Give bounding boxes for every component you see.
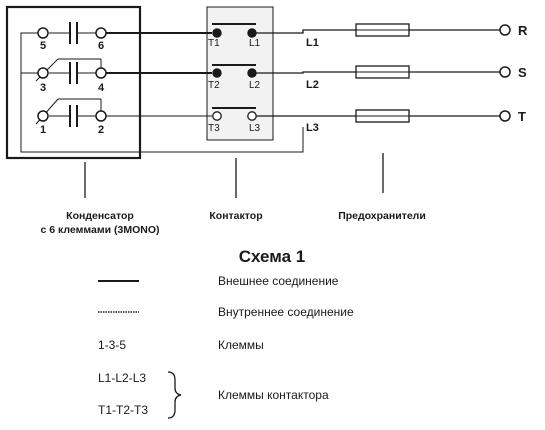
terminal-label-6: 6 [98,40,104,52]
legend-terminals-key: 1-3-5 [98,338,126,352]
phase-label-t: T [518,109,526,124]
contactor-label-t2: T2 [208,80,220,91]
contactor-contact-2 [212,64,257,78]
phase-terminal-t [499,110,511,122]
contactor-label-l3: L3 [249,123,261,134]
terminal-label-4: 4 [98,82,105,94]
phase-label-s: S [518,65,527,80]
line-label-l1: L1 [306,37,319,49]
contactor-label-t1: T1 [208,38,220,49]
capacitor-row-1-2 [37,105,107,127]
supply-wiring [256,29,500,117]
terminal-label-2: 2 [98,124,104,136]
contactor-label-l2: L2 [249,80,261,91]
terminal-1 [37,110,49,122]
line-label-l3: L3 [306,122,319,134]
legend-contactor-label: Клеммы контактора [218,388,329,402]
capacitor-caption-line1: Конденсатор [66,210,134,222]
terminal-label-1: 1 [40,124,46,136]
legend-contactor-key-2: T1-T2-T3 [98,403,148,417]
line-label-l2: L2 [306,79,319,91]
terminal-2 [95,110,107,122]
terminal-5 [37,27,49,39]
legend-contactor-key-1: L1-L2-L3 [98,371,146,385]
legend-external-label: Внешнее соединение [218,274,339,288]
legend-internal-label: Внутреннее соединение [218,305,354,319]
legend-terminals-label: Клеммы [218,338,264,352]
legend-brace [167,371,182,419]
capacitor-row-5-6 [37,22,107,44]
contactor-label-t3: T3 [208,123,220,134]
phase-label-r: R [518,23,528,38]
fuses-caption: Предохранители [338,210,426,222]
external-wiring-capacitor [106,32,212,74]
contactor-caption: Контактор [209,210,262,222]
terminal-3 [37,67,49,79]
capacitor-row-3-4 [37,62,107,84]
terminal-label-3: 3 [40,82,46,94]
terminal-label-5: 5 [40,40,46,52]
terminal-4 [95,67,107,79]
phase-terminal-s [499,66,511,78]
phase-terminal-r [499,24,511,36]
capacitor-enclosure [5,5,142,160]
contactor-label-l1: L1 [249,38,261,49]
diagram-title: Схема 1 [239,247,306,266]
capacitor-caption-line2: с 6 клеммами (3MONO) [40,224,159,236]
terminal-6 [95,27,107,39]
